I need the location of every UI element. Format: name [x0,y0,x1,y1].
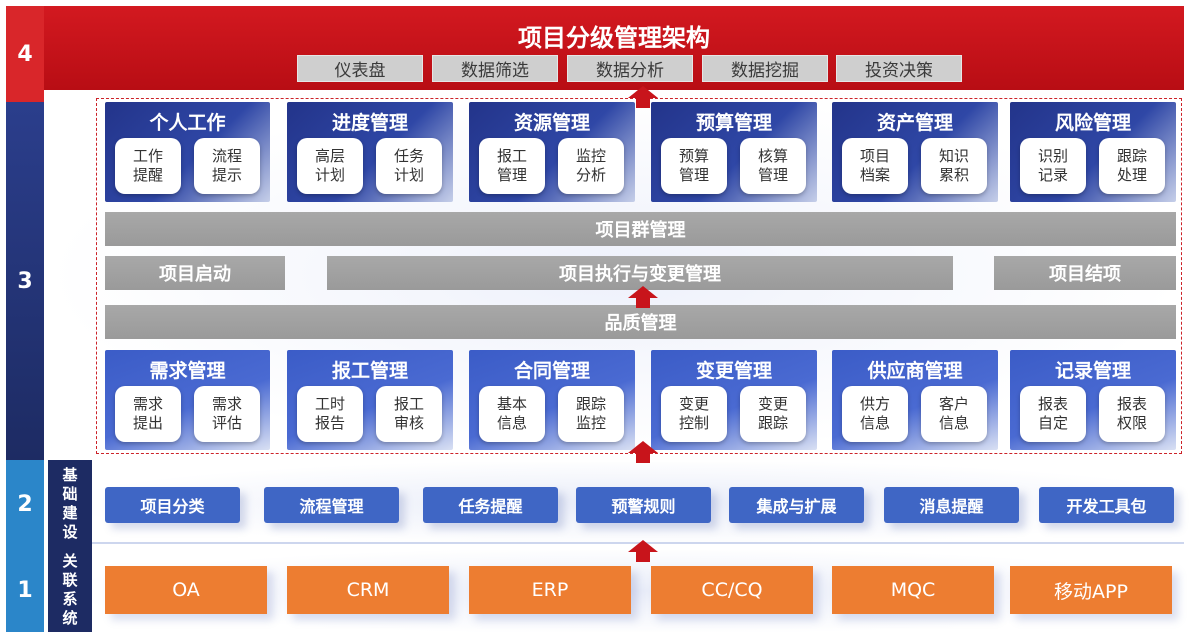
module-title: 合同管理 [513,360,590,382]
module-item[interactable]: 报工 管理 [479,138,545,194]
system-cc-cq[interactable]: CC/CQ [651,566,813,614]
tab-investment-decision[interactable]: 投资决策 [836,55,962,82]
module-item[interactable]: 高层 计划 [297,138,363,194]
module-item[interactable]: 报工 审核 [376,386,442,442]
tab-data-filter[interactable]: 数据筛选 [432,55,558,82]
related-systems-label-text: 关 联 系 统 [62,552,78,627]
module-change-management[interactable]: 变更管理 变更 控制 变更 跟踪 [651,350,817,450]
module-item[interactable]: 预算 管理 [661,138,727,194]
foundation-label-text: 基 础 建 设 [62,466,78,541]
up-arrow-icon [628,441,658,463]
up-arrow-icon [628,286,658,308]
foundation-item-process-management[interactable]: 流程管理 [264,487,399,523]
module-timesheet-management[interactable]: 报工管理 工时 报告 报工 审核 [287,350,453,450]
module-title: 报工管理 [331,360,408,382]
module-item[interactable]: 监控 分析 [558,138,624,194]
module-personal-work[interactable]: 个人工作 工作 提醒 流程 提示 [105,102,270,202]
module-item[interactable]: 任务 计划 [376,138,442,194]
module-title: 资源管理 [513,112,590,134]
module-item[interactable]: 变更 跟踪 [740,386,806,442]
module-title: 个人工作 [149,112,226,134]
module-title: 记录管理 [1054,360,1131,382]
foundation-item-task-reminder[interactable]: 任务提醒 [423,487,558,523]
module-item[interactable]: 流程 提示 [194,138,260,194]
module-title: 资产管理 [876,112,953,134]
architecture-title: 项目分级管理架构 [518,24,710,52]
system-mqc[interactable]: MQC [832,566,994,614]
foundation-item-alert-rules[interactable]: 预警规则 [576,487,711,523]
module-title: 变更管理 [695,360,772,382]
module-item[interactable]: 需求 提出 [115,386,181,442]
foundation-item-project-category[interactable]: 项目分类 [105,487,240,523]
tab-data-analysis[interactable]: 数据分析 [567,55,693,82]
tab-data-mining[interactable]: 数据挖掘 [702,55,828,82]
module-item[interactable]: 知识 累积 [921,138,987,194]
module-requirement-management[interactable]: 需求管理 需求 提出 需求 评估 [105,350,270,450]
module-item[interactable]: 需求 评估 [194,386,260,442]
foundation-item-integration[interactable]: 集成与扩展 [729,487,864,523]
system-oa[interactable]: OA [105,566,267,614]
level-2-marker: 2 [6,460,44,548]
module-risk-management[interactable]: 风险管理 识别 记录 跟踪 处理 [1010,102,1176,202]
module-budget-management[interactable]: 预算管理 预算 管理 核算 管理 [651,102,817,202]
project-start-bar[interactable]: 项目启动 [105,256,285,290]
module-title: 需求管理 [149,360,226,382]
module-title: 进度管理 [331,112,408,134]
module-item[interactable]: 工时 报告 [297,386,363,442]
module-title: 供应商管理 [867,360,963,382]
tab-dashboard[interactable]: 仪表盘 [297,55,423,82]
up-arrow-icon [628,540,658,562]
module-item[interactable]: 供方 信息 [842,386,908,442]
foundation-item-message-reminder[interactable]: 消息提醒 [884,487,1019,523]
module-item[interactable]: 项目 档案 [842,138,908,194]
project-close-bar[interactable]: 项目结项 [994,256,1176,290]
system-crm[interactable]: CRM [287,566,449,614]
execution-change-bar[interactable]: 项目执行与变更管理 [327,256,953,290]
module-title: 预算管理 [695,112,772,134]
module-title: 风险管理 [1054,112,1131,134]
module-resource-management[interactable]: 资源管理 报工 管理 监控 分析 [469,102,635,202]
level-1-marker: 1 [6,548,44,632]
module-contract-management[interactable]: 合同管理 基本 信息 跟踪 监控 [469,350,635,450]
module-item[interactable]: 识别 记录 [1020,138,1086,194]
foundation-label: 基 础 建 设 [48,460,92,548]
module-item[interactable]: 基本 信息 [479,386,545,442]
foundation-item-sdk[interactable]: 开发工具包 [1039,487,1174,523]
module-item[interactable]: 变更 控制 [661,386,727,442]
system-mobile-app[interactable]: 移动APP [1010,566,1172,614]
module-record-management[interactable]: 记录管理 报表 自定 报表 权限 [1010,350,1176,450]
module-item[interactable]: 客户 信息 [921,386,987,442]
module-item[interactable]: 跟踪 监控 [558,386,624,442]
up-arrow-icon [628,86,658,108]
related-systems-label: 关 联 系 统 [48,548,92,632]
module-item[interactable]: 核算 管理 [740,138,806,194]
quality-management-bar[interactable]: 品质管理 [105,305,1176,339]
layer1-background [92,550,1184,632]
system-erp[interactable]: ERP [469,566,631,614]
program-management-bar[interactable]: 项目群管理 [105,212,1176,246]
module-asset-management[interactable]: 资产管理 项目 档案 知识 累积 [832,102,998,202]
module-item[interactable]: 报表 自定 [1020,386,1086,442]
module-supplier-management[interactable]: 供应商管理 供方 信息 客户 信息 [832,350,998,450]
module-item[interactable]: 报表 权限 [1099,386,1165,442]
level-4-marker: 4 [6,6,44,102]
level-3-marker: 3 [6,102,44,460]
module-item[interactable]: 工作 提醒 [115,138,181,194]
module-item[interactable]: 跟踪 处理 [1099,138,1165,194]
module-schedule-management[interactable]: 进度管理 高层 计划 任务 计划 [287,102,453,202]
